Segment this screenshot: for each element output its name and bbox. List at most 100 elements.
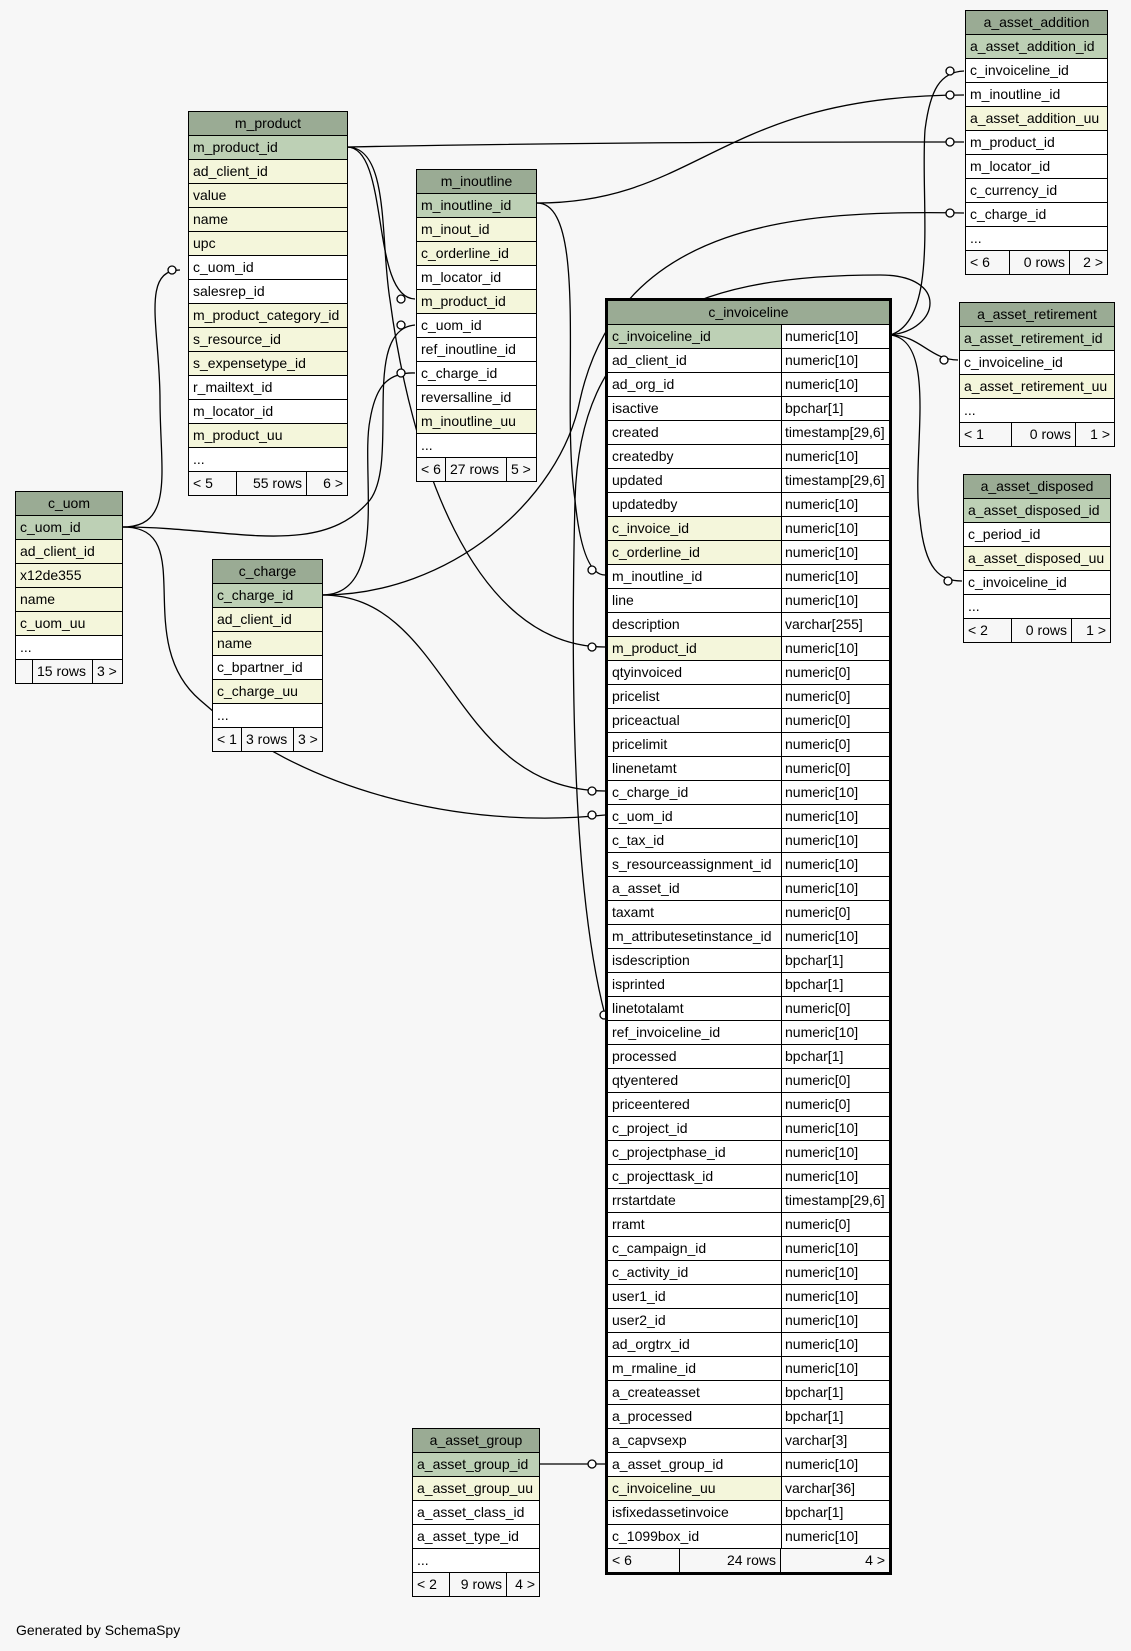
column-name: c_projecttask_id	[612, 1168, 714, 1184]
column-name: a_asset_group_id	[417, 1456, 529, 1472]
column-name: ad_client_id	[612, 352, 687, 368]
column-type: bpchar[1]	[781, 1501, 889, 1524]
column-name: isprinted	[612, 976, 665, 992]
column-name: linetotalamt	[612, 1000, 684, 1016]
parents-count[interactable]: < 5	[189, 472, 237, 495]
table-footer: < 1 3 rows 3 >	[213, 728, 322, 751]
column-name: c_1099box_id	[612, 1528, 700, 1544]
column-name: ...	[964, 402, 976, 418]
parents-count[interactable]	[16, 660, 33, 683]
column-row: c_uom_id	[417, 314, 536, 338]
column-row: salesrep_id	[189, 280, 347, 304]
children-count[interactable]: 3 >	[298, 731, 318, 747]
parents-count[interactable]: < 2	[964, 619, 1012, 642]
column-row: ad_client_id	[16, 540, 122, 564]
table-c-uom[interactable]: c_uom c_uom_id ad_client_id x12de355 nam…	[15, 491, 123, 684]
column-type: numeric[10]	[781, 565, 889, 588]
children-count[interactable]: 1 >	[1090, 426, 1110, 442]
column-name: c_currency_id	[970, 182, 1058, 198]
table-a-asset-disposed[interactable]: a_asset_disposed a_asset_disposed_id c_p…	[963, 474, 1111, 643]
column-name: updatedby	[612, 496, 678, 512]
column-type: numeric[10]	[781, 637, 889, 660]
column-name: priceentered	[612, 1096, 690, 1112]
table-m-product[interactable]: m_product m_product_id ad_client_id valu…	[188, 111, 348, 496]
column-row: m_inoutline_id	[417, 194, 536, 218]
parents-count[interactable]: < 6	[608, 1549, 680, 1572]
children-count[interactable]: 1 >	[1086, 622, 1106, 638]
column-name: c_period_id	[968, 526, 1041, 542]
column-row: m_inoutline_id numeric[10]	[608, 565, 889, 589]
column-type: numeric[0]	[781, 709, 889, 732]
column-name: m_locator_id	[193, 403, 274, 419]
table-a-asset-group[interactable]: a_asset_group a_asset_group_id a_asset_g…	[412, 1428, 540, 1597]
parents-count[interactable]: < 6	[417, 458, 446, 481]
children-count[interactable]: 5 >	[511, 461, 531, 477]
column-name: a_processed	[612, 1408, 693, 1424]
column-name: priceactual	[612, 712, 680, 728]
column-type: numeric[10]	[781, 877, 889, 900]
column-name: ...	[968, 598, 980, 614]
column-name: ...	[217, 707, 229, 723]
column-row: m_product_id	[417, 290, 536, 314]
children-count[interactable]: 3 >	[97, 663, 117, 679]
column-name: ...	[421, 437, 433, 453]
column-row: s_expensetype_id	[189, 352, 347, 376]
parents-count[interactable]: < 6	[966, 251, 1010, 274]
table-title: a_asset_disposed	[964, 475, 1110, 499]
column-row: upc	[189, 232, 347, 256]
table-a-asset-addition[interactable]: a_asset_addition a_asset_addition_id c_i…	[965, 10, 1108, 275]
column-row: a_asset_group_uu	[413, 1477, 539, 1501]
column-name: a_asset_retirement_uu	[964, 378, 1108, 394]
column-name: ref_invoiceline_id	[612, 1024, 721, 1040]
column-row: c_currency_id	[966, 179, 1107, 203]
column-name: c_invoiceline_uu	[612, 1480, 716, 1496]
column-row: c_charge_id	[213, 584, 322, 608]
column-name: m_product_id	[421, 293, 506, 309]
parents-count[interactable]: < 2	[413, 1573, 450, 1596]
column-name: c_activity_id	[612, 1264, 689, 1280]
column-name: c_charge_id	[217, 587, 294, 603]
column-name: m_inoutline_id	[612, 568, 703, 584]
column-name: ...	[417, 1552, 429, 1568]
column-type: numeric[10]	[781, 829, 889, 852]
column-row: a_asset_disposed_uu	[964, 547, 1110, 571]
column-name: c_uom_id	[193, 259, 254, 275]
column-row: priceactual numeric[0]	[608, 709, 889, 733]
column-name: m_inout_id	[421, 221, 490, 237]
column-type: bpchar[1]	[781, 949, 889, 972]
children-count[interactable]: 6 >	[323, 475, 343, 491]
column-type: varchar[255]	[781, 613, 889, 636]
parents-count[interactable]: < 1	[213, 728, 242, 751]
column-name: c_invoiceline_id	[612, 328, 711, 344]
column-name: a_capvsexp	[612, 1432, 687, 1448]
column-name: pricelimit	[612, 736, 668, 752]
row-count: 0 rows	[1010, 251, 1070, 274]
table-c-charge[interactable]: c_charge c_charge_id ad_client_id name c…	[212, 559, 323, 752]
column-name: s_resource_id	[193, 331, 281, 347]
parents-count[interactable]: < 1	[960, 423, 1012, 446]
children-count[interactable]: 2 >	[1083, 254, 1103, 270]
column-type: numeric[10]	[781, 1333, 889, 1356]
children-count[interactable]: 4 >	[515, 1576, 535, 1592]
table-footer: < 6 0 rows 2 >	[966, 251, 1107, 274]
column-row: c_uom_id	[189, 256, 347, 280]
table-m-inoutline[interactable]: m_inoutline m_inoutline_id m_inout_id c_…	[416, 169, 537, 482]
row-count: 27 rows	[446, 458, 507, 481]
table-a-asset-retirement[interactable]: a_asset_retirement a_asset_retirement_id…	[959, 302, 1115, 447]
column-type: bpchar[1]	[781, 397, 889, 420]
children-count[interactable]: 4 >	[865, 1552, 885, 1568]
